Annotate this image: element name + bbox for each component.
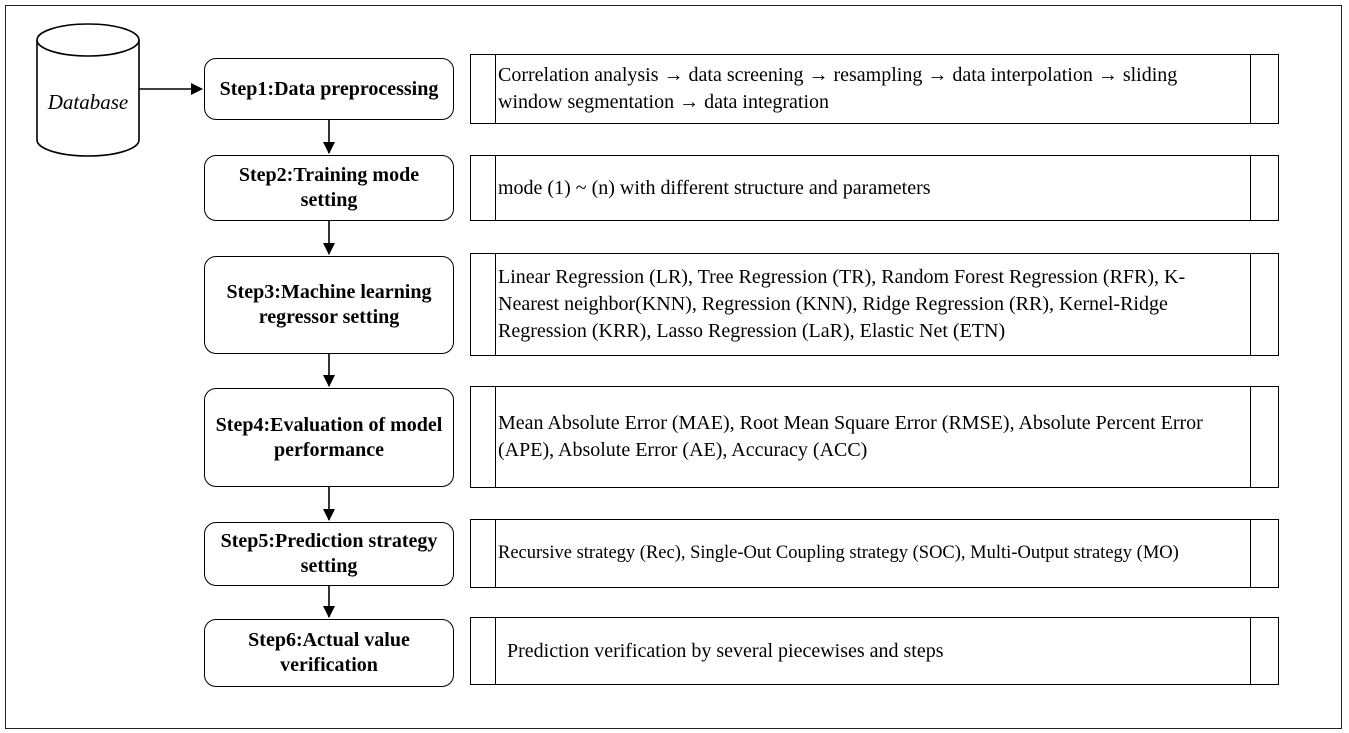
desc-divider-left: [495, 254, 496, 355]
desc-divider-right: [1250, 254, 1251, 355]
step1-description-box: Correlation analysis → data screening → …: [470, 54, 1279, 124]
database-label: Database: [47, 90, 129, 114]
step6-description-box: Prediction verification by several piece…: [470, 617, 1279, 685]
desc-divider-right: [1250, 618, 1251, 684]
step2-description-box: mode (1) ~ (n) with different structure …: [470, 155, 1279, 221]
step6-box: Step6:Actual value verification: [204, 619, 454, 687]
step3-box: Step3:Machine learning regressor setting: [204, 256, 454, 354]
step5-description-box: Recursive strategy (Rec), Single-Out Cou…: [470, 519, 1279, 588]
step5-box: Step5:Prediction strategy setting: [204, 522, 454, 586]
desc-divider-left: [495, 520, 496, 587]
desc-divider-right: [1250, 55, 1251, 123]
desc-divider-left: [495, 55, 496, 123]
desc-divider-left: [495, 156, 496, 220]
step1-description: Correlation analysis → data screening → …: [498, 64, 1178, 113]
step3-description-box: Linear Regression (LR), Tree Regression …: [470, 253, 1279, 356]
step2-box: Step2:Training mode setting: [204, 155, 454, 221]
desc-divider-left: [495, 387, 496, 487]
step6-description: Prediction verification by several piece…: [507, 639, 944, 662]
step4-box: Step4:Evaluation of model performance: [204, 388, 454, 487]
step2-description: mode (1) ~ (n) with different structure …: [498, 176, 931, 199]
diagram-frame: [5, 5, 1342, 729]
step1-box: Step1:Data preprocessing: [204, 58, 454, 120]
step3-description: Linear Regression (LR), Tree Regression …: [498, 266, 1186, 342]
desc-divider-right: [1250, 520, 1251, 587]
database-cylinder-icon: [36, 23, 140, 157]
desc-divider-right: [1250, 156, 1251, 220]
step4-description: Mean Absolute Error (MAE), Root Mean Squ…: [498, 412, 1203, 461]
desc-divider-right: [1250, 387, 1251, 487]
desc-divider-left: [495, 618, 496, 684]
step4-description-box: Mean Absolute Error (MAE), Root Mean Squ…: [470, 386, 1279, 488]
step5-description: Recursive strategy (Rec), Single-Out Cou…: [498, 543, 1179, 563]
